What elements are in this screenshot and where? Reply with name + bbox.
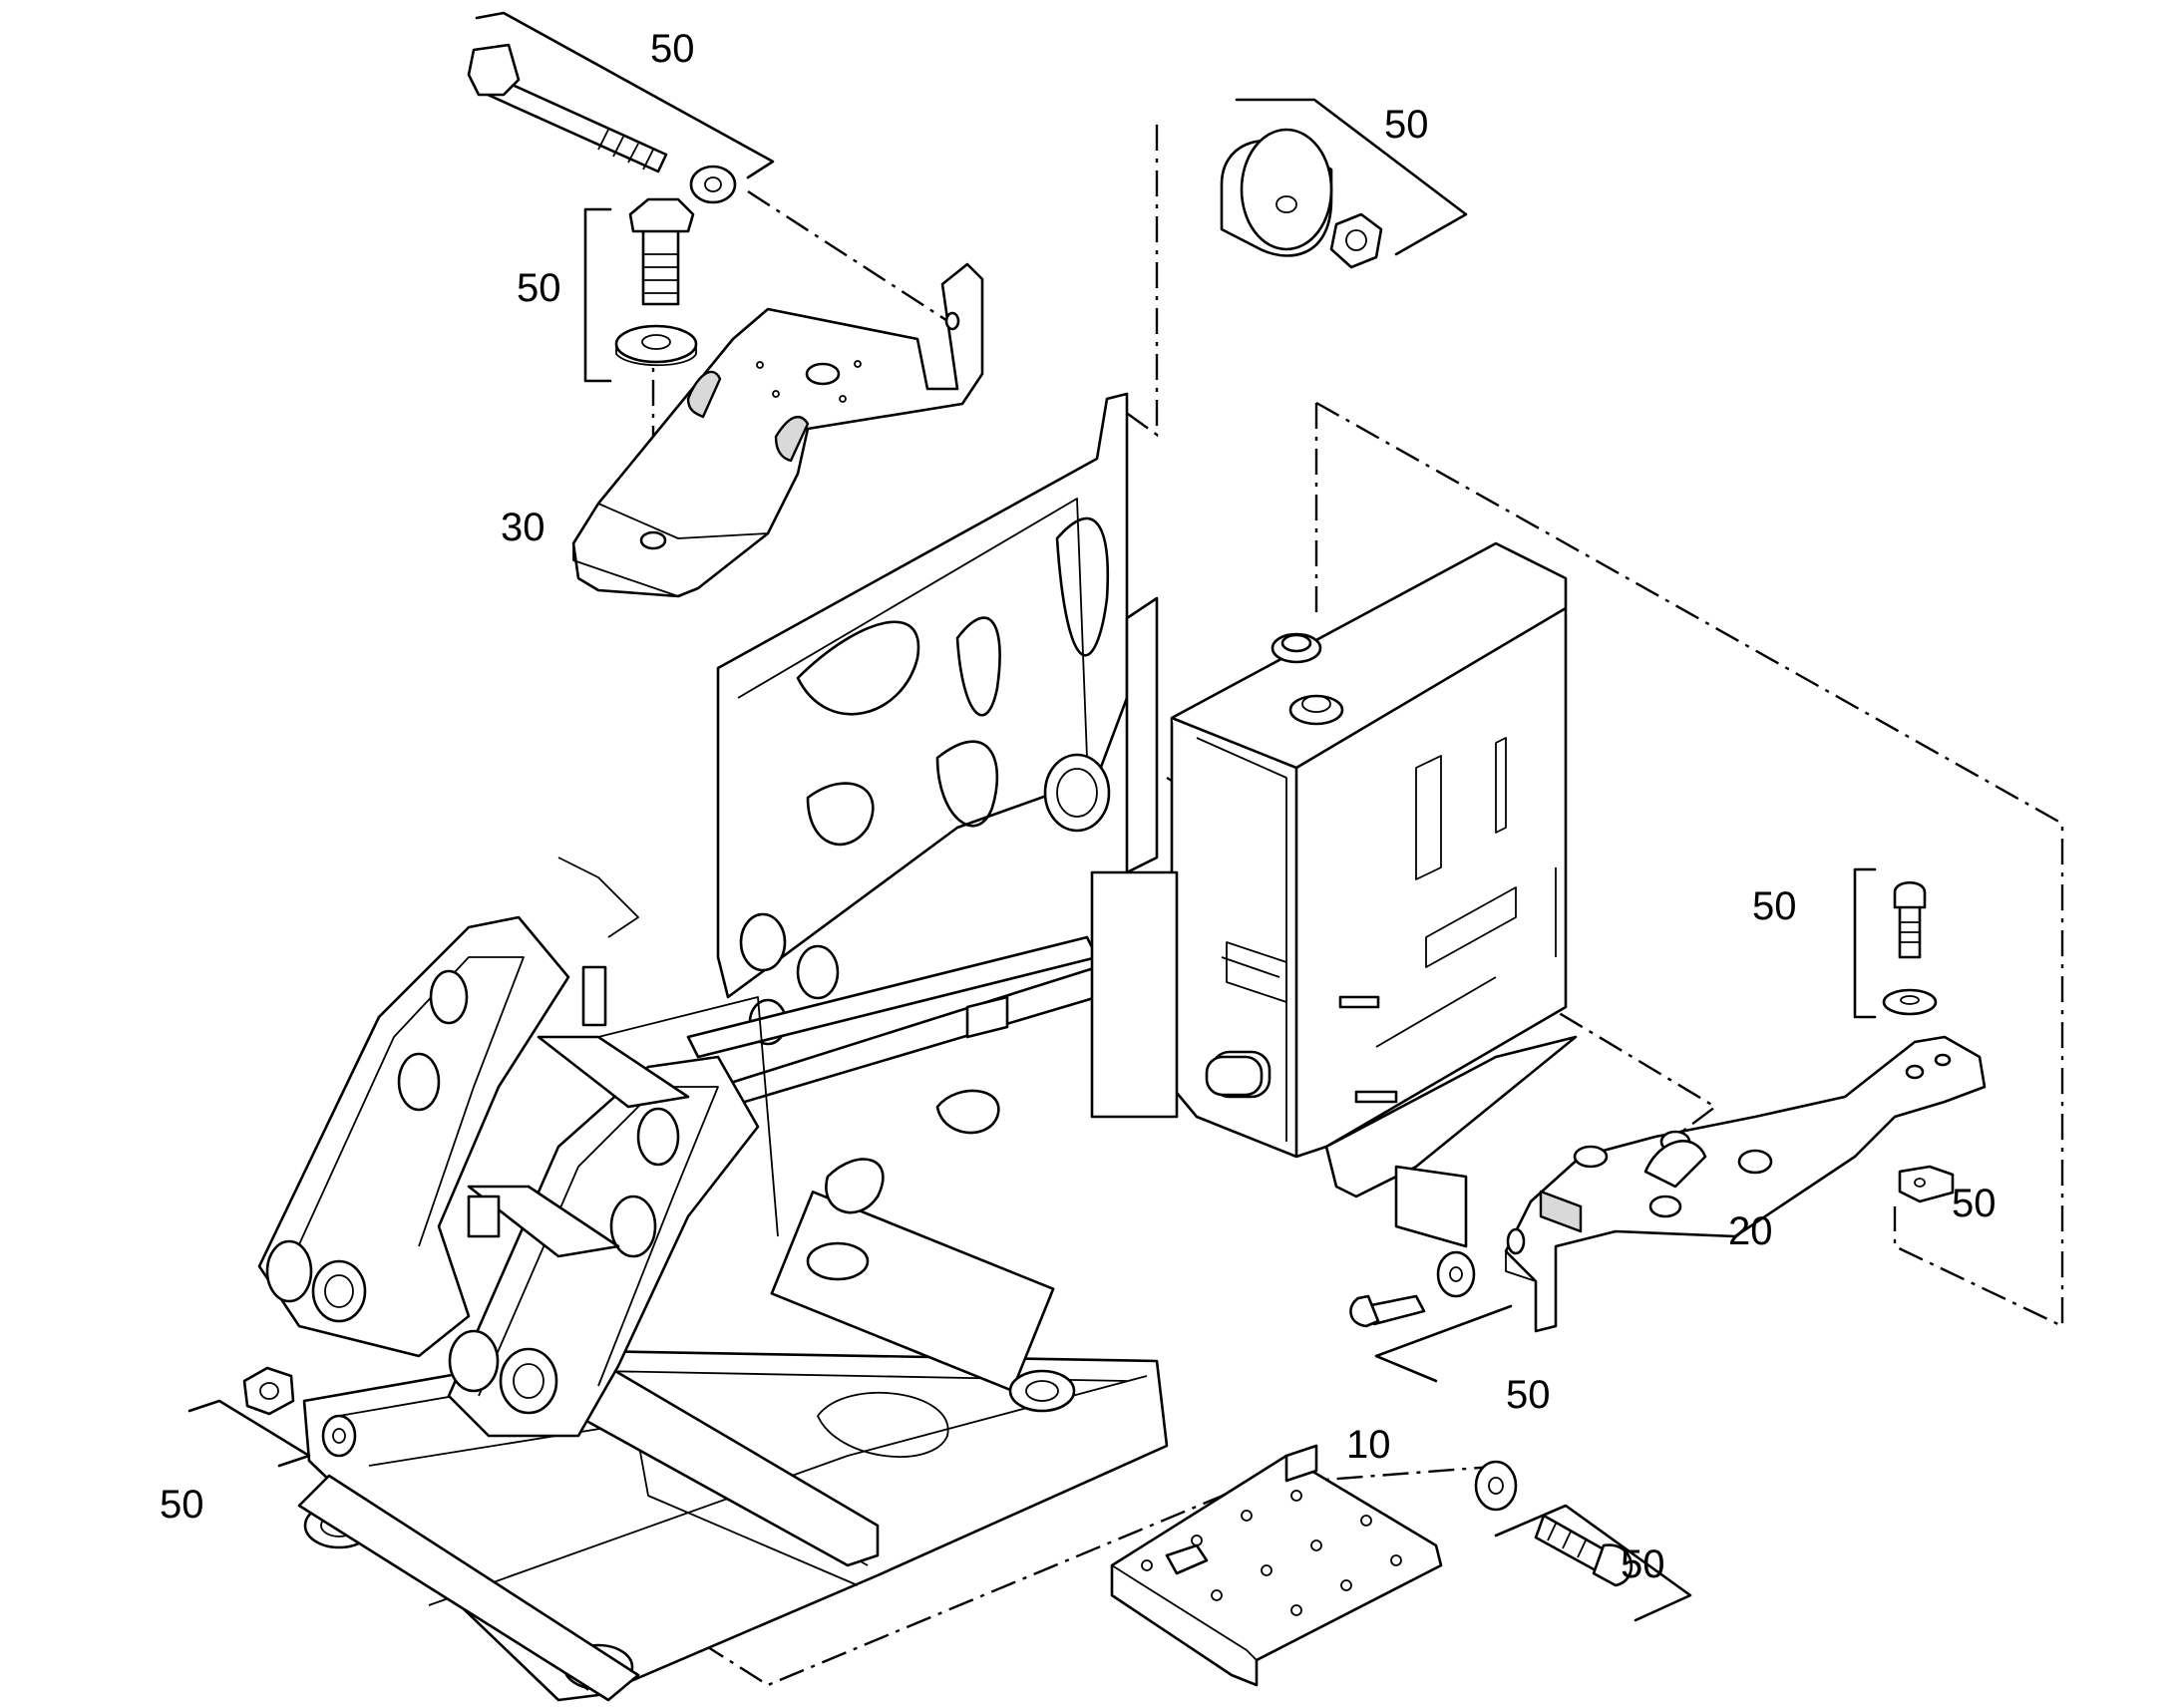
callout-label: 50 [1384, 103, 1429, 147]
callout-label: 50 [1621, 1542, 1665, 1586]
callout-label: 30 [501, 506, 545, 549]
callout-label: 20 [1728, 1209, 1773, 1253]
bolt-washer-bottom-right [1474, 1460, 1634, 1587]
bracket-part-20 [1504, 1035, 1987, 1333]
callout-label: 10 [1346, 1423, 1391, 1467]
small-bolt-part-20 [1882, 880, 1938, 1016]
callout-brackets [187, 11, 1877, 1622]
bolt-lower-part-20 [1349, 1250, 1476, 1328]
bolt-with-washer-30 [614, 197, 698, 367]
callout-label: 50 [1752, 884, 1797, 928]
callout-label: 50 [650, 27, 695, 71]
rubber-mount [1220, 128, 1383, 269]
hydraulic-tank [1090, 541, 1578, 1248]
callout-labels: 50 50 50 30 50 20 50 50 50 10 50 [160, 27, 1997, 1586]
callout-label: 50 [1506, 1373, 1551, 1417]
callout-label: 50 [1952, 1182, 1997, 1225]
callout-label: 50 [160, 1483, 204, 1527]
callout-label: 50 [517, 266, 561, 310]
main-frame [257, 392, 1169, 1702]
long-bolt-top [467, 43, 737, 204]
nut-washer-lower-left [242, 1366, 357, 1458]
plate-part-10 [1110, 1444, 1443, 1687]
bracket-part-30 [571, 262, 984, 598]
clip-part-20 [1898, 1165, 1955, 1203]
